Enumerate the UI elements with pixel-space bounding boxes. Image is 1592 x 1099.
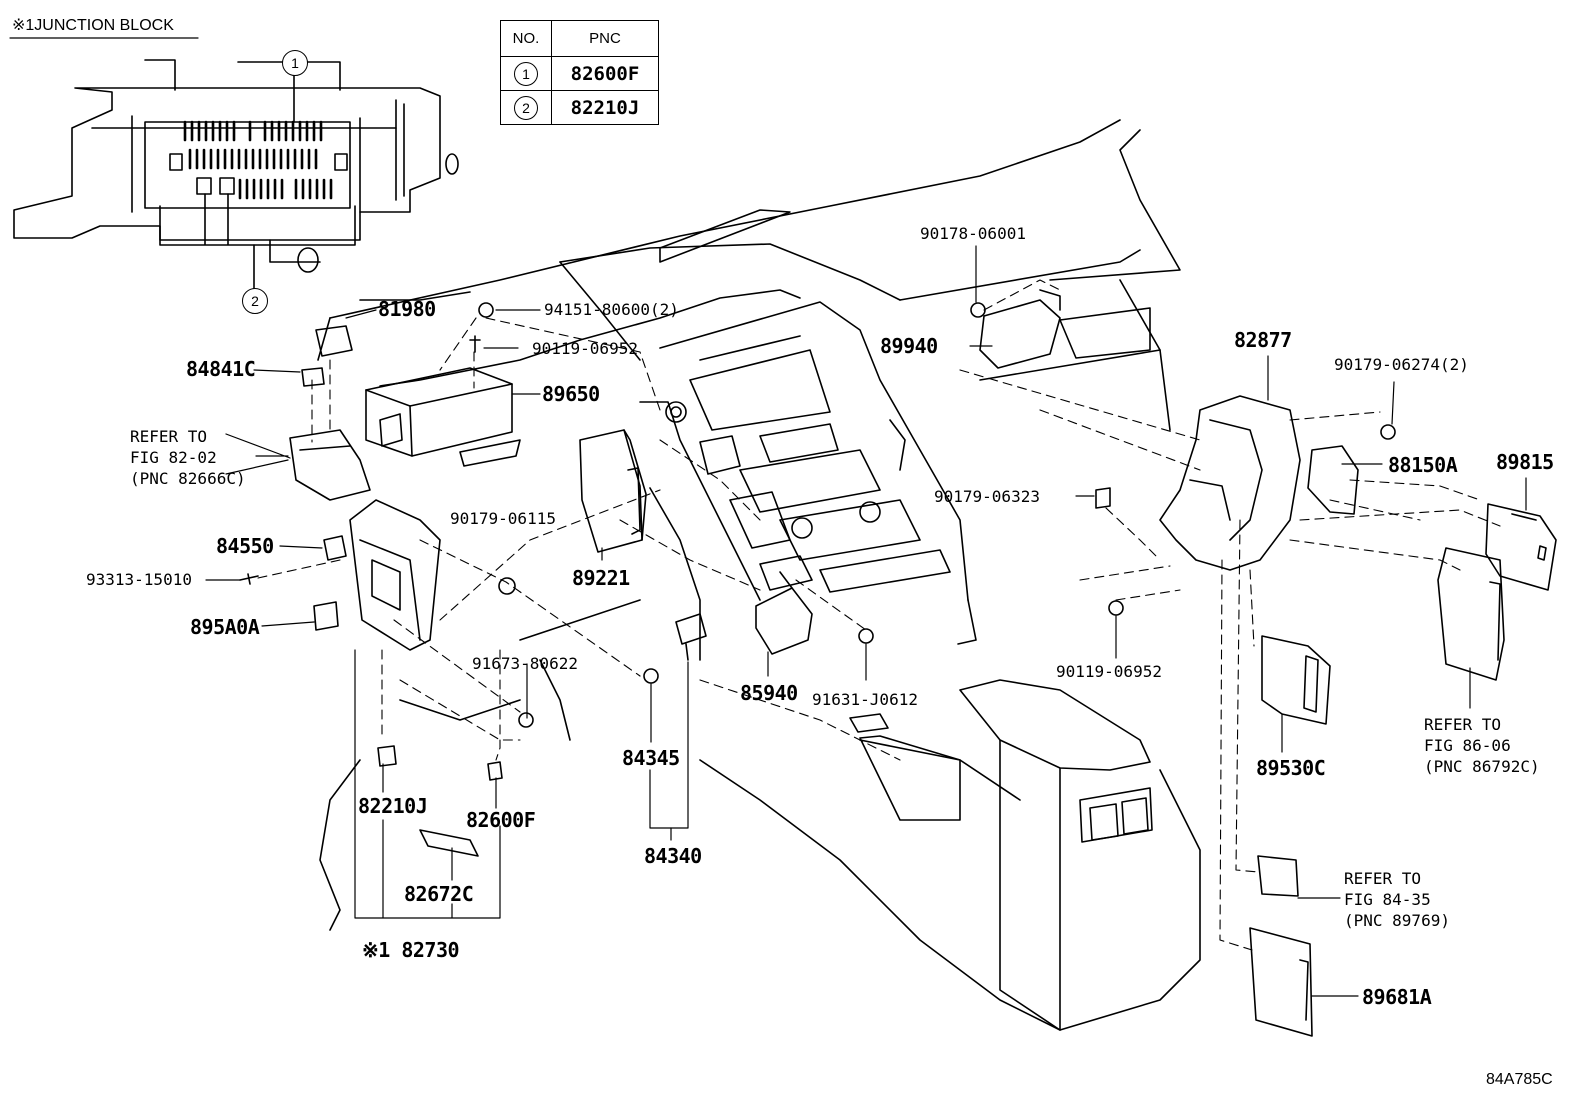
- part-label-89815[interactable]: 89815: [1496, 450, 1554, 474]
- part-label-90179-06274[interactable]: 90179-06274(2): [1334, 355, 1469, 374]
- junction-block-drawing: [9, 37, 459, 291]
- part-label-88150a[interactable]: 88150A: [1388, 453, 1458, 477]
- pnc-table-header-pnc: PNC: [551, 20, 659, 57]
- part-label-85940[interactable]: 85940: [740, 681, 798, 705]
- assembly-dashed-lines: [257, 279, 1501, 951]
- part-label-84340[interactable]: 84340: [644, 844, 702, 868]
- pnc-table-header-row: NO. PNC: [500, 20, 659, 57]
- part-label-90179-06323[interactable]: 90179-06323: [934, 487, 1040, 506]
- callout-bubble-2: 2: [242, 288, 268, 314]
- fasteners-drawing: [239, 302, 874, 857]
- part-label-90119-06952-left[interactable]: 90119-06952: [532, 339, 638, 358]
- leader-lines: [205, 245, 1527, 997]
- part-85940-drawing: [755, 571, 813, 655]
- pnc-table-no-cell: 2: [500, 90, 552, 125]
- callout-bubble-1: 1: [282, 50, 308, 76]
- part-82877-drawing: [1159, 395, 1396, 571]
- part-label-89940[interactable]: 89940: [880, 334, 938, 358]
- part-label-84550[interactable]: 84550: [216, 534, 274, 558]
- part-label-90178-06001[interactable]: 90178-06001: [920, 224, 1026, 243]
- part-label-82210j[interactable]: 82210J: [358, 794, 428, 818]
- junction-bracket-drawing: [289, 325, 441, 651]
- part-label-89650[interactable]: 89650: [542, 382, 600, 406]
- pnc-table-no-cell: 1: [500, 56, 552, 91]
- callout-number: 1: [514, 61, 538, 86]
- diagram-code: 84A785C: [1486, 1071, 1553, 1088]
- part-label-82730[interactable]: ※1 82730: [362, 938, 460, 962]
- part-89221-drawing: [579, 429, 647, 553]
- pnc-table-pnc-cell[interactable]: 82210J: [551, 90, 659, 125]
- part-label-94151-80600[interactable]: 94151-80600(2): [544, 300, 679, 319]
- part-label-89530c[interactable]: 89530C: [1256, 756, 1326, 780]
- part-label-89221[interactable]: 89221: [572, 566, 630, 590]
- pnc-table-pnc-cell[interactable]: 82600F: [551, 56, 659, 91]
- part-label-82672c[interactable]: 82672C: [404, 882, 474, 906]
- callout-number: 2: [514, 95, 538, 120]
- part-label-90119-06952-right[interactable]: 90119-06952: [1056, 662, 1162, 681]
- part-label-90179-06115[interactable]: 90179-06115: [450, 509, 556, 528]
- part-label-89681a[interactable]: 89681A: [1362, 985, 1432, 1009]
- pnc-table-header-no: NO.: [500, 20, 552, 57]
- pnc-table-row: 1 82600F: [500, 56, 659, 91]
- part-label-91631-j0612[interactable]: 91631-J0612: [812, 690, 918, 709]
- part-89650-drawing: [365, 367, 521, 467]
- pnc-table: NO. PNC 1 82600F 2 82210J: [500, 20, 659, 125]
- junction-block-title: ※1JUNCTION BLOCK: [12, 17, 174, 34]
- part-label-91673-80622[interactable]: 91673-80622: [472, 654, 578, 673]
- part-89940-drawing: [970, 289, 1061, 369]
- center-console-drawing: [849, 679, 1201, 1031]
- part-label-93313-15010[interactable]: 93313-15010: [86, 570, 192, 589]
- pnc-table-row: 2 82210J: [500, 90, 659, 125]
- part-label-895a0a[interactable]: 895A0A: [190, 615, 260, 639]
- reference-fig-86-06[interactable]: REFER TO FIG 86-06 (PNC 86792C): [1424, 715, 1540, 776]
- reference-fig-84-35[interactable]: REFER TO FIG 84-35 (PNC 89769): [1344, 869, 1450, 930]
- part-label-84841c[interactable]: 84841C: [186, 357, 256, 381]
- part-label-84345[interactable]: 84345: [622, 746, 680, 770]
- reference-fig-82-02[interactable]: REFER TO FIG 82-02 (PNC 82666C): [130, 427, 246, 488]
- part-label-82877[interactable]: 82877: [1234, 328, 1292, 352]
- right-modules-drawing: [1095, 445, 1557, 1037]
- part-label-82600f[interactable]: 82600F: [466, 808, 536, 832]
- part-label-81980[interactable]: 81980: [378, 297, 436, 321]
- part-84345-drawing: [643, 613, 707, 684]
